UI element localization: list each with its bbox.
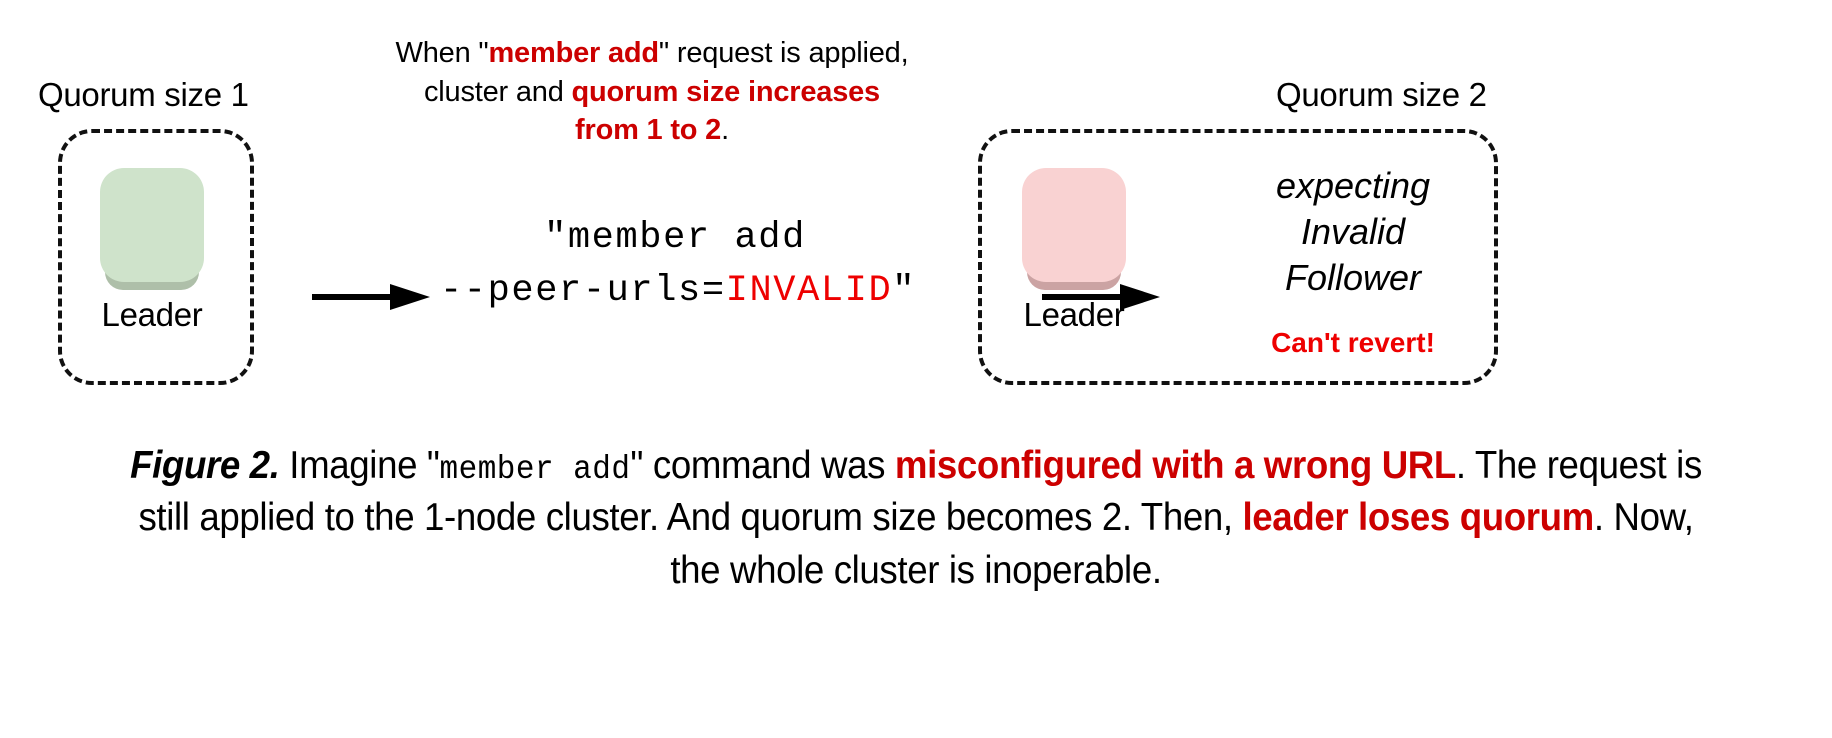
annotation-line3-post: . [721,114,729,147]
caption-emphasis-1: misconfigured with a wrong URL [894,444,1456,487]
annotation-line2-pre: cluster and [423,75,572,108]
command-line2-pre: --peer-urls= [440,269,726,312]
caption-mono-command: member add [439,451,631,488]
figure-caption: Figure 2. Imagine "member add" command w… [111,440,1720,597]
right-cluster-node: Leader [1022,168,1126,333]
caption-emphasis-2: leader loses quorum [1242,496,1594,540]
annotation-line2-emphasis: quorum size increases [571,75,881,108]
right-cluster-box [978,129,1498,385]
node-tile-pink [1022,168,1126,290]
node-tile-green [100,168,204,290]
command-invalid-token: INVALID [725,269,893,312]
caption-seg-1: Imagine " [279,444,440,487]
follower-status-text: expecting Invalid Follower [1220,163,1486,301]
arrow-right-icon-1 [312,284,430,310]
top-annotation: When "member add" request is applied, cl… [352,34,952,150]
right-node-label: Leader [1023,296,1125,333]
annotation-line1-post: " request is applied, [658,37,909,69]
caption-seg-4: . Now, the whole cluster is inoperable. [670,496,1694,592]
caption-figure-number: Figure 2. [130,444,280,487]
left-cluster-box [58,129,254,385]
annotation-line3-emphasis: from 1 to 2 [575,114,722,147]
command-text: "member add --peer-urls=INVALID" [440,212,915,318]
left-node-label: Leader [101,296,203,333]
command-line-2: --peer-urls=INVALID" [440,265,915,318]
cant-revert-warning: Can't revert! [1271,327,1435,358]
left-cluster-node: Leader [100,168,204,333]
command-line-1: "member add [544,217,806,259]
right-cluster-group-label: Quorum size 2 [1276,76,1487,113]
command-line2-post: " [892,269,917,312]
status-line-2: Invalid [1300,211,1406,253]
caption-seg-3: . The request is still applied to the 1-… [138,444,1702,540]
annotation-line1-pre: When " [395,37,489,69]
left-cluster-group-label: Quorum size 1 [38,76,249,113]
arrow-right-icon-2 [1042,284,1160,310]
annotation-line1-emphasis: member add [488,37,659,69]
caption-seg-2: " command was [630,444,895,487]
status-line-1: expecting [1275,165,1431,206]
status-line-3: Follower [1284,257,1422,299]
